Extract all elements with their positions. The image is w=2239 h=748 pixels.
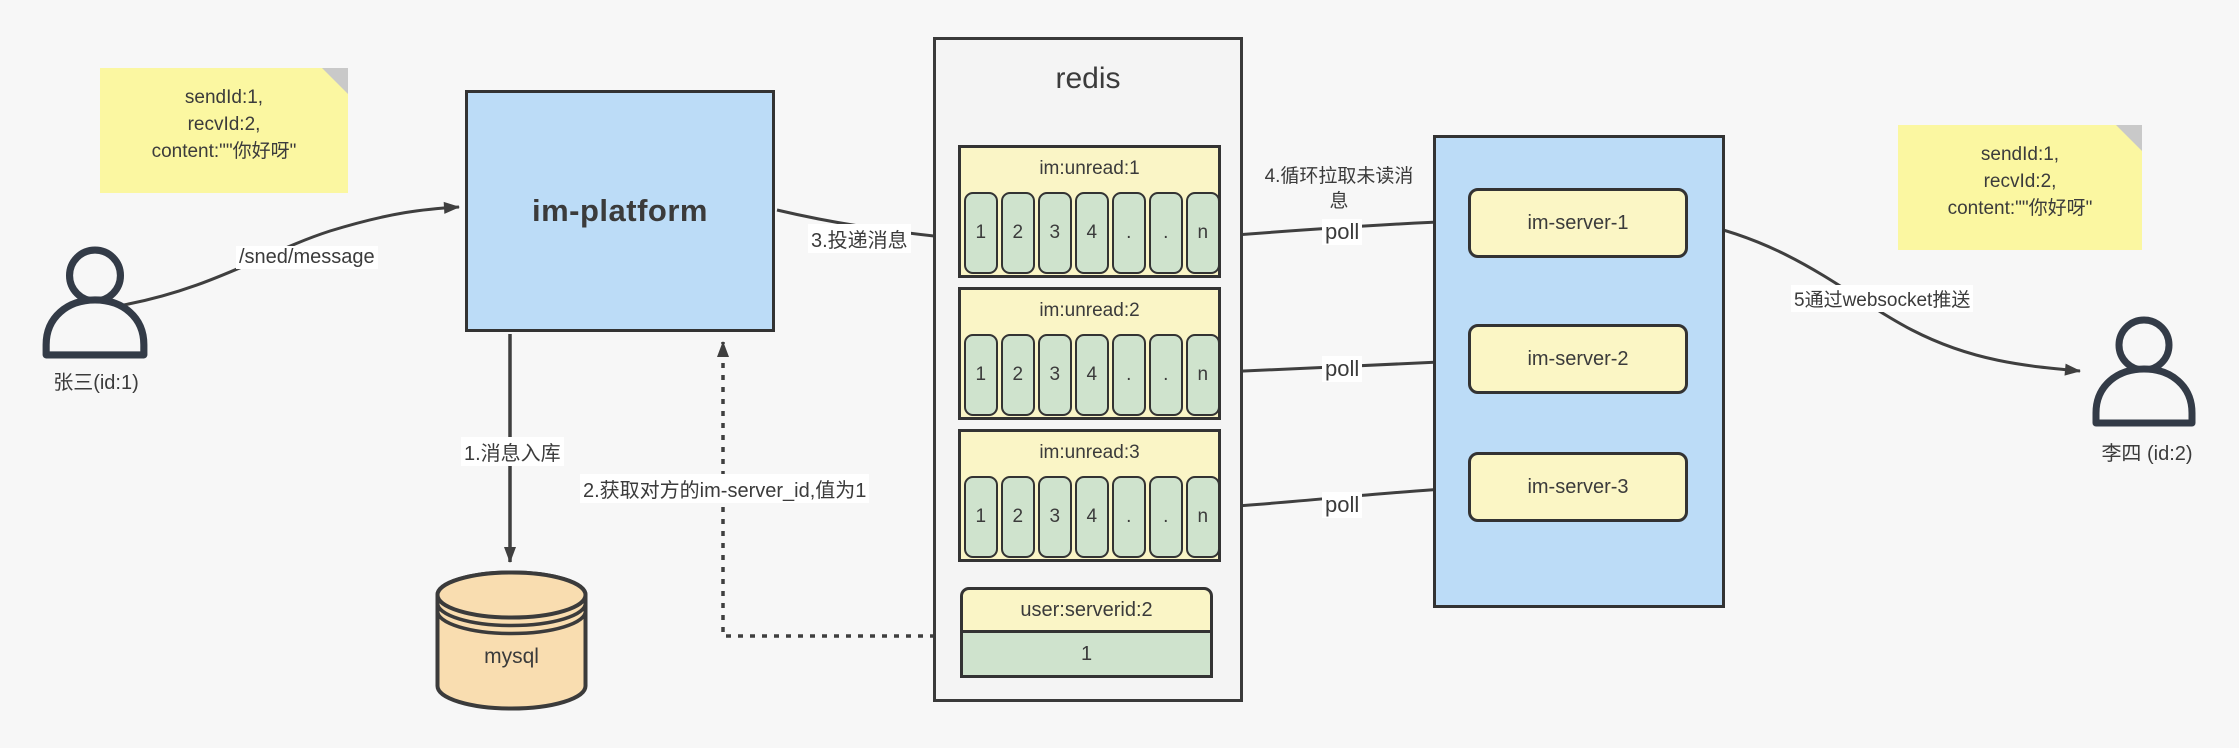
user-icon: [2092, 316, 2196, 427]
sender-label: 张三(id:1): [53, 372, 139, 394]
queue-cell: 3: [1038, 334, 1072, 416]
step1-label: 1.消息入库: [461, 437, 564, 466]
poll-label: poll: [1322, 492, 1363, 518]
step2-label: 2.获取对方的im-server_id,值为1: [580, 474, 870, 503]
queue-cell: .: [1112, 476, 1146, 558]
note-message-payload-right: sendId:1, recvId:2, content:""你好呀": [1898, 125, 2142, 250]
mysql-label: mysql: [484, 645, 539, 668]
queue-title: im:unread:2: [1039, 300, 1140, 321]
step4-label: 4.循环拉取未读消息: [1264, 166, 1414, 212]
queue-cell: 4: [1075, 476, 1109, 558]
queue-im-unread-2: im:unread:2 1 2 3 4 . . n: [958, 287, 1221, 420]
im-server-2-node: im-server-2: [1468, 324, 1688, 394]
im-platform-node: im-platform: [465, 90, 775, 332]
queue-title: im:unread:3: [1039, 442, 1140, 463]
queue-cell: 2: [1001, 192, 1035, 274]
queue-title: im:unread:1: [1039, 158, 1140, 179]
queue-cells: 1 2 3 4 . . n: [964, 192, 1220, 274]
im-server-3-node: im-server-3: [1468, 452, 1688, 522]
queue-cell: .: [1149, 476, 1183, 558]
mysql-database-icon: [435, 570, 588, 711]
im-platform-label: im-platform: [532, 193, 708, 228]
send-message-label: /sned/message: [236, 246, 378, 269]
kv-user-serverid-value: 1: [960, 630, 1213, 678]
user-icon: [42, 246, 148, 359]
queue-im-unread-3: im:unread:3 1 2 3 4 . . n: [958, 429, 1221, 562]
queue-cell: .: [1149, 334, 1183, 416]
redis-title: redis: [1055, 62, 1121, 95]
queue-cell: .: [1112, 334, 1146, 416]
kv-user-serverid-title: user:serverid:2: [960, 587, 1213, 633]
receiver-label: 李四 (id:2): [2101, 443, 2193, 465]
queue-cell: 1: [964, 192, 998, 274]
queue-cell: n: [1186, 192, 1220, 274]
im-server-1-node: im-server-1: [1468, 188, 1688, 258]
queue-cells: 1 2 3 4 . . n: [964, 334, 1220, 416]
note-text: sendId:1, recvId:2, content:""你好呀": [151, 87, 297, 162]
poll-label: poll: [1322, 219, 1363, 245]
poll-label: poll: [1322, 356, 1363, 382]
note-text: sendId:1, recvId:2, content:""你好呀": [1947, 144, 2093, 219]
step5-label: 5通过websocket推送: [1791, 285, 1974, 312]
queue-cell: 4: [1075, 192, 1109, 274]
queue-cells: 1 2 3 4 . . n: [964, 476, 1220, 558]
queue-im-unread-1: im:unread:1 1 2 3 4 . . n: [958, 145, 1221, 278]
queue-cell: 4: [1075, 334, 1109, 416]
queue-cell: 3: [1038, 476, 1072, 558]
note-message-payload-left: sendId:1, recvId:2, content:""你好呀": [100, 68, 348, 193]
queue-cell: 3: [1038, 192, 1072, 274]
queue-cell: 2: [1001, 334, 1035, 416]
queue-cell: 2: [1001, 476, 1035, 558]
queue-cell: n: [1186, 334, 1220, 416]
queue-cell: 1: [964, 476, 998, 558]
queue-cell: n: [1186, 476, 1220, 558]
queue-cell: 1: [964, 334, 998, 416]
step3-label: 3.投递消息: [808, 224, 911, 253]
queue-cell: .: [1149, 192, 1183, 274]
queue-cell: .: [1112, 192, 1146, 274]
